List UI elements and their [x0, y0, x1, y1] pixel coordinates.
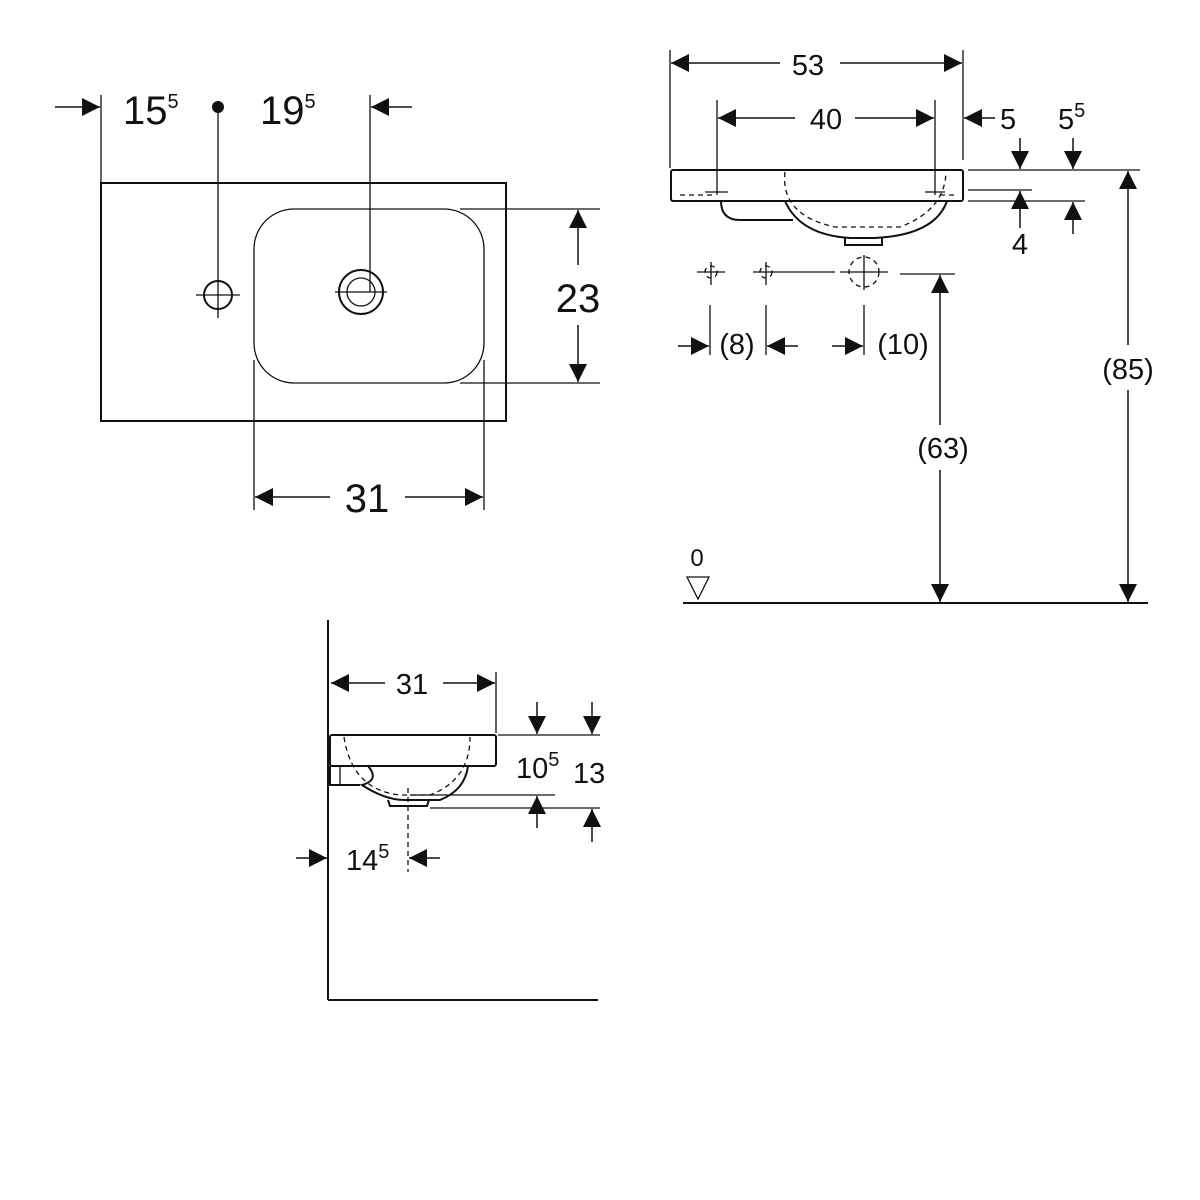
outlet-marker: [840, 255, 888, 290]
depth-label: 31: [396, 669, 428, 701]
front-view: 53 40 5 55 4 (8) (10) (: [669, 50, 1154, 604]
bowl-depth-label: 23: [556, 277, 601, 321]
slab-depth-label: 4: [1012, 229, 1028, 261]
rim-height-label: 55: [1058, 100, 1085, 136]
drain-offset-label: 195: [260, 89, 316, 133]
basin-slab: [670, 169, 964, 202]
hole-marker-2: [753, 262, 835, 285]
basin-slab: [329, 734, 497, 767]
floor-level-label: 0: [690, 545, 703, 572]
floor-level-icon: [685, 576, 711, 601]
bowl-profile: [784, 200, 948, 239]
bowl-height-label: 105: [516, 749, 559, 785]
bowl-profile: [359, 765, 469, 801]
outlet-height-label: (63): [917, 433, 969, 465]
tap-axis-dot: [212, 101, 224, 113]
drain-offset-label: 145: [346, 841, 389, 877]
total-width-label: 53: [792, 50, 824, 82]
total-height-label: 13: [573, 758, 605, 790]
tap-offset-label: 155: [123, 89, 179, 133]
edge-offset-label: 5: [1000, 104, 1016, 136]
top-view: 155 195 23 31: [55, 89, 600, 521]
total-height-label: (85): [1102, 354, 1154, 386]
hole-spacing-large-label: (10): [877, 329, 929, 361]
basin-outline: [100, 182, 507, 422]
tap-spacing-label: 40: [810, 104, 842, 136]
drain-icon: [335, 269, 387, 315]
bowl-outline: [253, 208, 485, 384]
hole-spacing-small-label: (8): [719, 329, 754, 361]
hole-marker-1: [697, 262, 725, 285]
bowl-width-label: 31: [345, 477, 390, 521]
side-view: 31 105 13 145: [296, 620, 605, 1001]
